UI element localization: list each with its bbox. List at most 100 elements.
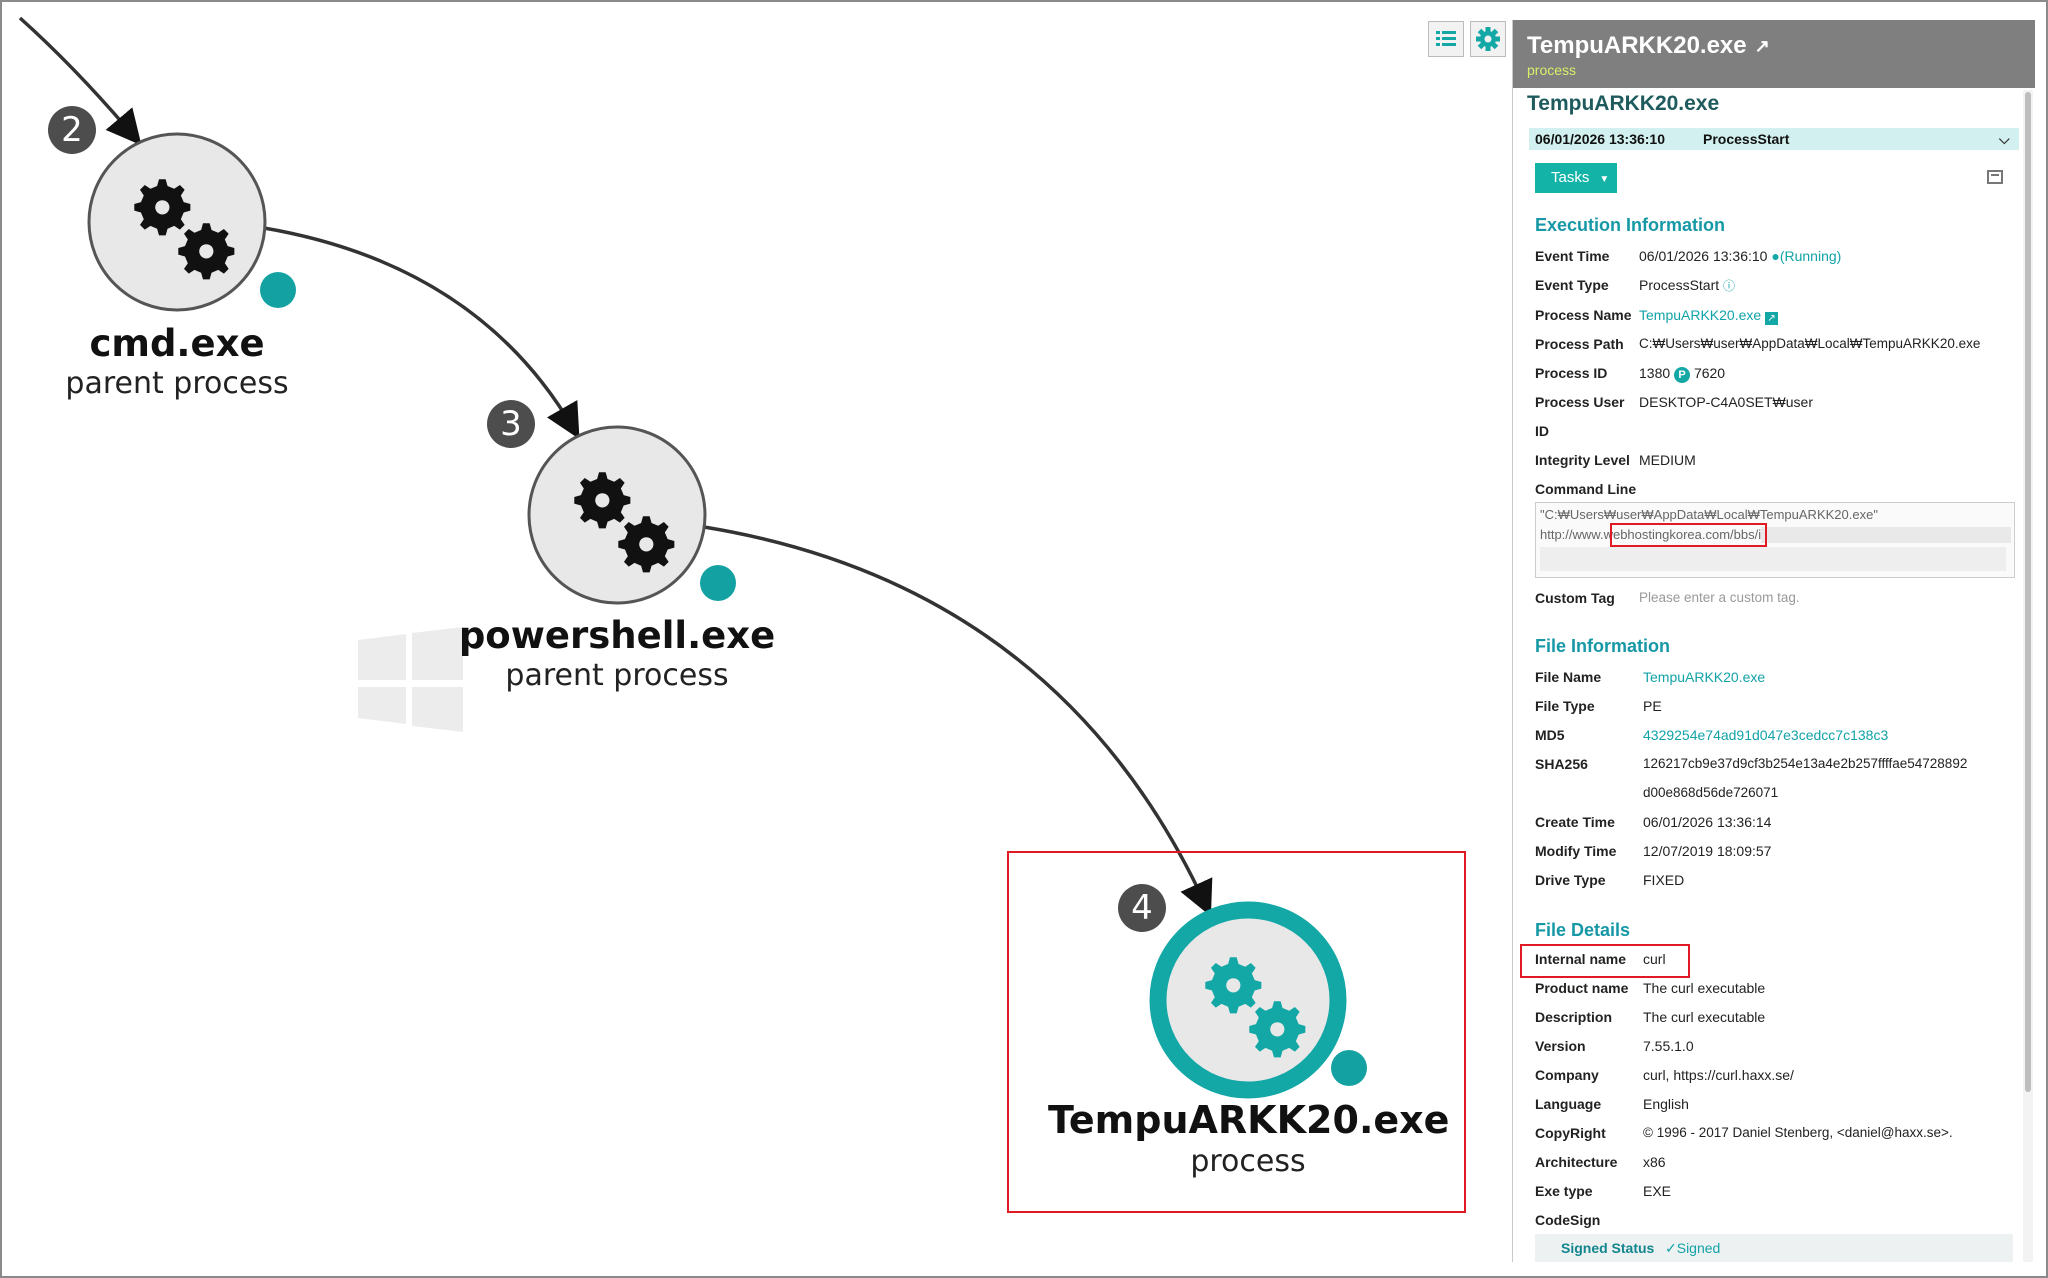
node-cmd[interactable] — [87, 132, 296, 312]
detail-panel: TempuARKK20.exe↗ process TempuARKK20.exe… — [1512, 20, 2035, 1262]
node-role-cmd: parent process — [65, 366, 289, 401]
exe-type-label: Exe type — [1535, 1183, 1593, 1199]
chevron-down-icon: ⌵ — [1999, 131, 2010, 147]
process-path-label: Process Path — [1535, 336, 1624, 352]
execution-information-heading: Execution Information — [1535, 215, 1726, 235]
highlight-box-process — [1007, 851, 1466, 1213]
process-graph[interactable]: 2 3 4 cmd.exe parent process powershell.… — [0, 0, 1510, 1278]
edge-powershell-to-process — [703, 525, 1213, 917]
custom-tag-label: Custom Tag — [1535, 590, 1615, 606]
node-role-tempuarkk20: process — [1190, 1144, 1306, 1179]
step-number-3: 3 — [487, 400, 535, 448]
help-icon[interactable]: ⓘ — [1723, 279, 1736, 293]
codesign-label: CodeSign — [1535, 1212, 1601, 1228]
node-tempuarkk20[interactable] — [1149, 901, 1367, 1099]
file-name-link[interactable]: TempuARKK20.exe — [1643, 669, 1766, 685]
event-type: ProcessStart — [1703, 131, 1790, 147]
file-information-heading: File Information — [1535, 636, 1670, 656]
parent-id-value: 7620 — [1693, 365, 1726, 381]
copyright-value: © 1996 - 2017 Daniel Stenberg, <daniel@h… — [1643, 1125, 1953, 1140]
internal-name-value: curl — [1643, 951, 1666, 967]
status-dot — [1331, 1050, 1367, 1086]
edge-cmd-to-powershell — [263, 226, 580, 440]
list-icon — [1436, 31, 1456, 46]
node-title-powershell: powershell.exe — [458, 614, 776, 657]
command-line-text-2: http://www.webhostingkorea.com/bbs/icon/ — [1540, 527, 1786, 542]
file-type-value: PE — [1643, 698, 1662, 714]
step-number-2: 2 — [48, 106, 96, 154]
modify-time-value: 12/07/2019 18:09:57 — [1643, 843, 1772, 859]
modify-time-label: Modify Time — [1535, 843, 1617, 859]
custom-tag-input[interactable]: Please enter a custom tag. — [1639, 590, 1800, 605]
settings-button[interactable] — [1470, 21, 1506, 57]
node-role-powershell: parent process — [505, 658, 729, 693]
file-name-label: File Name — [1535, 669, 1602, 685]
product-name-label: Product name — [1535, 980, 1629, 996]
create-time-value: 06/01/2026 13:36:14 — [1643, 814, 1772, 830]
signed-status-value: Signed — [1676, 1240, 1721, 1256]
check-icon: ✓ — [1665, 1240, 1677, 1256]
process-user-value: DESKTOP-C4A0SET₩user — [1639, 394, 1814, 410]
panel-header: TempuARKK20.exe↗ process — [1513, 20, 2035, 88]
process-name-heading: TempuARKK20.exe — [1527, 92, 1720, 115]
command-line-text-1: "C:₩Users₩user₩AppData₩Local₩TempuARKK20… — [1540, 507, 1878, 522]
drive-type-value: FIXED — [1643, 872, 1685, 888]
node-powershell[interactable] — [527, 425, 736, 605]
product-name-value: The curl executable — [1643, 980, 1766, 996]
language-value: English — [1643, 1096, 1689, 1112]
process-name-link[interactable]: TempuARKK20.exe — [1639, 307, 1762, 323]
language-label: Language — [1535, 1096, 1602, 1112]
signed-status-row: Signed Status ✓Signed — [1535, 1234, 2013, 1262]
copyright-label: CopyRight — [1535, 1125, 1606, 1141]
file-type-label: File Type — [1535, 698, 1595, 714]
signed-status-label: Signed Status — [1561, 1240, 1655, 1256]
highlight-box-internal-name — [1520, 944, 1690, 978]
status-dot — [260, 272, 296, 308]
windows-logo-icon — [358, 627, 463, 732]
command-line-label: Command Line — [1535, 481, 1637, 497]
event-time: 06/01/2026 13:36:10 — [1535, 131, 1665, 147]
process-id-label: Process ID — [1535, 365, 1608, 381]
node-title-cmd: cmd.exe — [89, 322, 265, 365]
gear-icon — [1476, 27, 1500, 51]
drive-type-label: Drive Type — [1535, 872, 1606, 888]
event-time-value: 06/01/2026 13:36:10 — [1639, 248, 1768, 264]
collapse-icon[interactable] — [1987, 170, 2003, 184]
tasks-button[interactable]: Tasks▼ — [1535, 163, 1617, 193]
event-selector[interactable]: 06/01/2026 13:36:10 ProcessStart ⌵ — [1529, 128, 2019, 150]
version-value: 7.55.1.0 — [1643, 1038, 1694, 1054]
parent-badge-icon: P — [1674, 367, 1691, 383]
redacted-area — [1540, 547, 2006, 571]
create-time-label: Create Time — [1535, 814, 1615, 830]
command-line-box[interactable]: "C:₩Users₩user₩AppData₩Local₩TempuARKK20… — [1535, 502, 2015, 578]
external-link-icon[interactable]: ↗ — [1754, 36, 1770, 56]
sha256-label: SHA256 — [1535, 756, 1588, 772]
internal-name-label: Internal name — [1535, 951, 1627, 967]
panel-scrollbar-thumb[interactable] — [2025, 92, 2031, 1092]
description-label: Description — [1535, 1009, 1613, 1025]
highlight-box-url — [1610, 523, 1767, 547]
company-value: curl, https://curl.haxx.se/ — [1643, 1067, 1794, 1083]
architecture-label: Architecture — [1535, 1154, 1618, 1170]
status-dot — [700, 565, 736, 601]
exe-type-value: EXE — [1643, 1183, 1672, 1199]
node-title-tempuarkk20: TempuARKK20.exe — [1048, 1098, 1450, 1142]
description-value: The curl executable — [1643, 1009, 1766, 1025]
process-user-label: Process User — [1535, 394, 1625, 410]
process-name-label: Process Name — [1535, 307, 1632, 323]
event-type-label: Event Type — [1535, 277, 1609, 293]
event-type-value: ProcessStart — [1639, 277, 1720, 293]
md5-link[interactable]: 4329254e74ad91d047e3cedcc7c138c3 — [1643, 727, 1889, 743]
open-link-icon[interactable]: ↗ — [1765, 312, 1779, 325]
panel-subtitle: process — [1527, 62, 1577, 78]
process-id-value: 1380 — [1639, 365, 1671, 381]
company-label: Company — [1535, 1067, 1599, 1083]
file-details-heading: File Details — [1535, 920, 1631, 940]
integrity-level-value: MEDIUM — [1639, 452, 1696, 468]
integrity-level-label: Integrity Level — [1535, 452, 1630, 468]
caret-down-icon: ▼ — [1599, 174, 1610, 185]
list-view-button[interactable] — [1428, 21, 1464, 57]
architecture-value: x86 — [1643, 1154, 1666, 1170]
edge-to-cmd — [18, 16, 142, 146]
